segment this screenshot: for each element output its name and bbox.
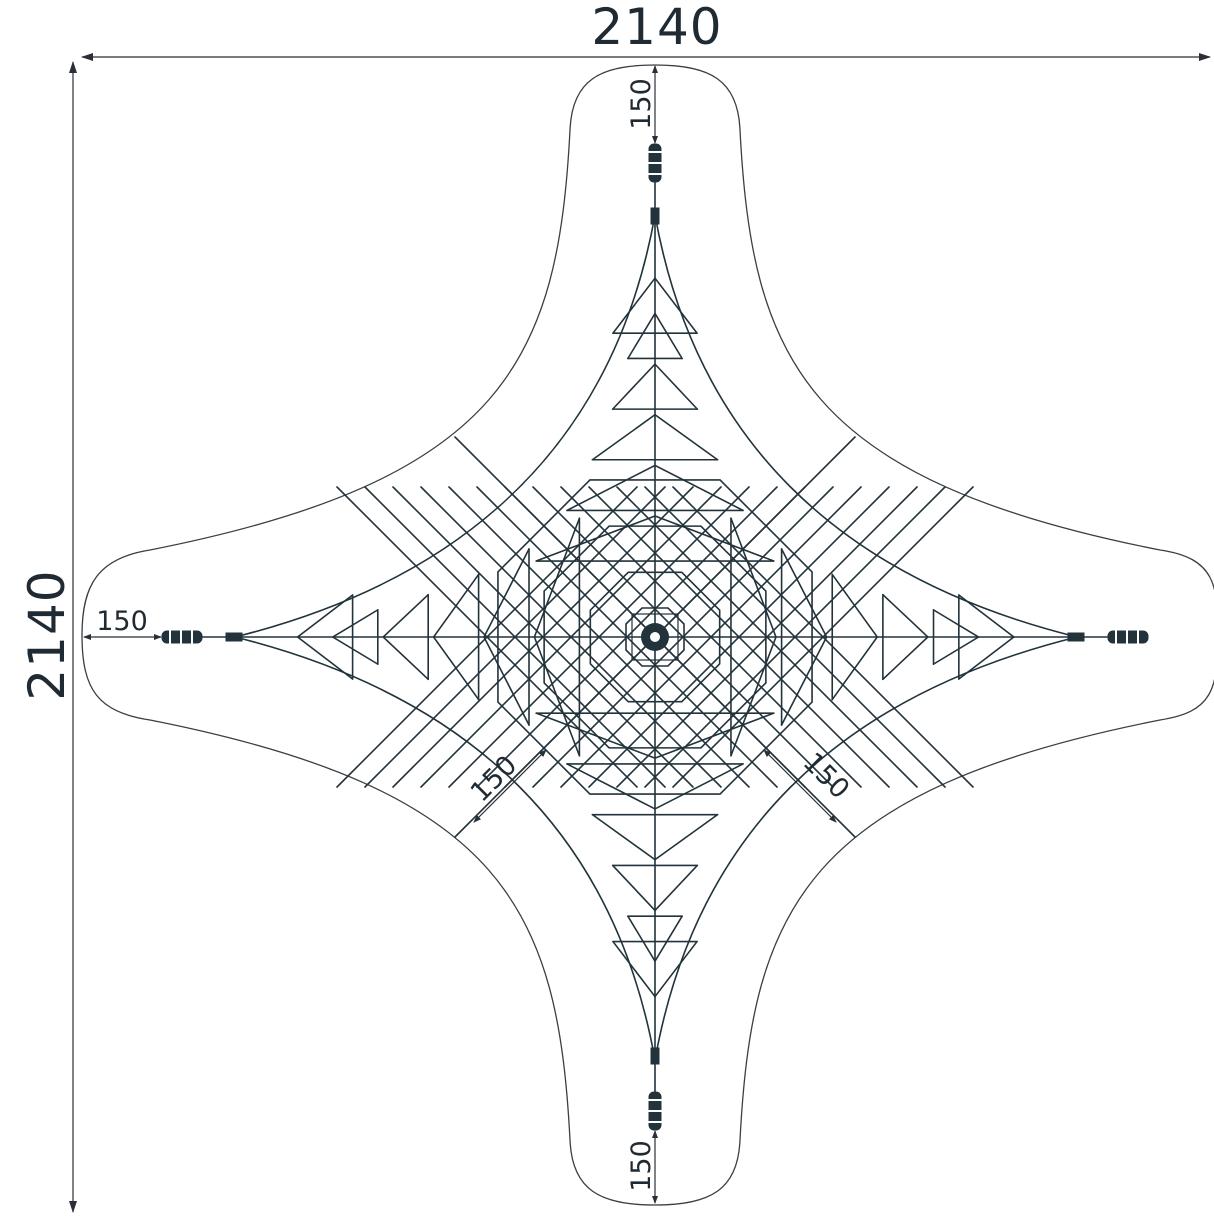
net-diagonal-rope [672,486,974,788]
clearance-diag-right-label: 150 [797,747,855,805]
overall-height-label: 2140 [18,569,76,700]
net-diagonal-rope [336,486,638,788]
clearance-diag-left-line [473,749,547,823]
net-chevron-top [591,413,719,461]
net-chevron-bottom [627,915,683,963]
safety-area-outline [81,64,1214,1206]
anchor-top [645,143,665,225]
net-diagonal-rope [644,486,946,788]
net-diagonal-rope [476,486,778,788]
net-ring-rope [543,525,767,749]
net-chevron-bottom [591,813,719,861]
net-ring-rope [497,479,813,795]
clearance-diag-right-line [763,749,837,823]
net-diagonal-rope [560,486,862,788]
net-diagonal-rope [588,486,890,788]
net-tip-chevron-top [612,276,698,334]
net-chevron-right [932,609,981,665]
net-chevron-left [483,548,530,726]
net-chevron-left [382,593,430,681]
net-chevron-right [882,593,930,681]
net-chevron-bottom [611,864,699,912]
net-tip-chevron-bottom [612,940,698,998]
net-chevron-left [533,517,581,757]
net-chevron-left [331,609,379,665]
clearance-left-label: 150 [96,606,148,637]
center-hub [625,607,685,667]
net-diagonal-rope [616,486,918,788]
clearance-top-label: 150 [626,78,657,130]
net-ring-rope [589,571,721,703]
net-diagonal-rope [448,486,750,788]
net-diagonal-rope [420,486,722,788]
net-chevron-bottom [535,712,775,759]
net-chevron-left [432,573,480,701]
net-tip-chevron-right [958,594,1016,680]
net-tip-chevron-left [296,594,354,680]
net-chevron-top [535,515,775,562]
net-diagonal-rope [364,486,666,788]
overall-width-label: 2140 [591,0,722,56]
anchor-bottom [645,1047,665,1131]
net-chevron-right [831,573,879,701]
net-diagonal-spoke [654,436,856,638]
net-chevron-top [611,362,699,410]
net-chevron-right [730,517,777,757]
net-diagonal-rope [532,486,834,788]
rope-net [201,181,1109,1093]
net-diagonal-rope [392,486,694,788]
clearance-diag-left-label: 150 [465,750,523,808]
clearance-bottom-label: 150 [626,1140,657,1192]
anchor-left [161,628,243,646]
anchor-right [1067,628,1149,646]
net-chevron-top [627,311,683,360]
net-diagonal-spoke [454,436,656,638]
